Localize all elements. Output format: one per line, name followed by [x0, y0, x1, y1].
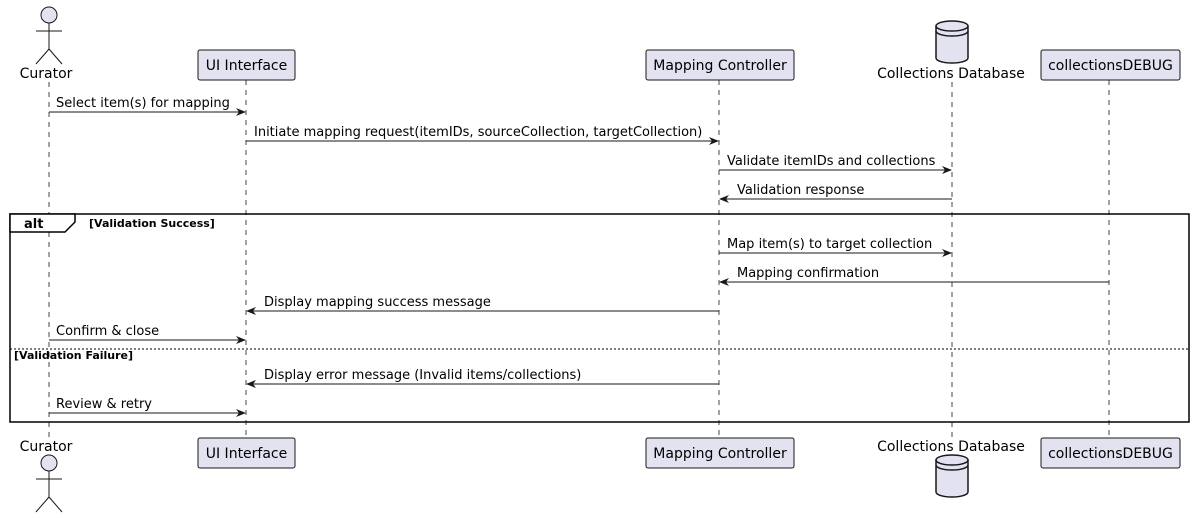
participant-label-ui: UI Interface [206, 58, 288, 74]
alt-tab [9, 213, 76, 233]
guard-success: [Validation Success] [89, 217, 215, 230]
message-label-4: Validation response [737, 183, 864, 198]
participants-top: Curator UI Interface Mapping Controller … [20, 6, 1181, 82]
participant-label-database: Collections Database [877, 66, 1025, 82]
participant-label-debug-bottom: collectionsDEBUG [1048, 446, 1173, 462]
message-label-1: Select item(s) for mapping [56, 96, 230, 111]
message-label-6: Mapping confirmation [737, 266, 879, 281]
message-label-9: Display error message (Invalid items/col… [264, 368, 581, 383]
actor-icon [35, 454, 63, 513]
participant-box-debug [1040, 49, 1181, 81]
participant-label-database-bottom: Collections Database [877, 439, 1025, 455]
participant-label-curator-bottom: Curator [20, 439, 73, 455]
participant-label-curator: Curator [20, 66, 73, 82]
database-icon [935, 454, 969, 498]
participant-box-debug-bottom [1040, 437, 1181, 469]
database-icon [935, 20, 969, 64]
messages: Select item(s) for mapping Initiate mapp… [49, 96, 1109, 417]
message-label-7: Display mapping success message [264, 295, 491, 310]
message-label-2: Initiate mapping request(itemIDs, source… [254, 125, 702, 140]
participant-label-controller: Mapping Controller [653, 58, 787, 74]
participant-label-ui-bottom: UI Interface [206, 446, 288, 462]
participant-box-controller [645, 49, 795, 81]
alt-keyword: alt [24, 217, 43, 232]
message-label-8: Confirm & close [56, 324, 159, 339]
alt-frame [9, 213, 1190, 423]
participant-label-controller-bottom: Mapping Controller [653, 446, 787, 462]
message-label-5: Map item(s) to target collection [727, 237, 932, 252]
participant-box-controller-bottom [645, 437, 795, 469]
guard-failure: [Validation Failure] [14, 349, 133, 362]
participants-bottom: Curator UI Interface Mapping Controller … [20, 437, 1181, 513]
message-label-3: Validate itemIDs and collections [727, 154, 936, 169]
participant-box-ui-bottom [197, 437, 296, 469]
participant-box-ui [197, 49, 296, 81]
alt-fragment: alt [Validation Success] [Validation Fai… [9, 213, 1190, 423]
actor-icon [35, 6, 63, 65]
message-label-10: Review & retry [56, 397, 152, 412]
participant-label-debug: collectionsDEBUG [1048, 58, 1173, 74]
